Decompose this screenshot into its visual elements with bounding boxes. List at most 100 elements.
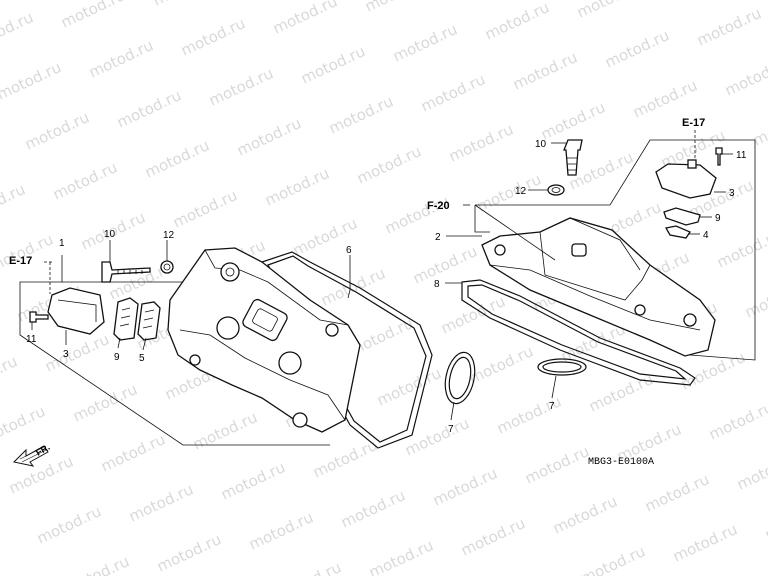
watermark-text: motod.ru bbox=[62, 552, 132, 576]
left-cover-breather-boss bbox=[242, 298, 288, 342]
watermark-text: motod.ru bbox=[42, 330, 112, 375]
callout-right-2: 2 bbox=[435, 232, 441, 243]
watermark-text: motod.ru bbox=[586, 370, 656, 415]
left-cover-boss-top-hole bbox=[225, 267, 235, 277]
right-bolt-thread bbox=[567, 157, 577, 171]
left-washer-12 bbox=[160, 260, 174, 274]
watermark-text: motod.ru bbox=[326, 92, 396, 137]
callout-right-7: 7 bbox=[549, 401, 555, 412]
right-cover-ridge bbox=[539, 231, 651, 301]
watermark-text: motod.ru bbox=[734, 448, 768, 493]
watermark-text: motod.ru bbox=[298, 42, 368, 87]
diagram-code: MBG3-E0100A bbox=[588, 457, 654, 468]
watermark-text: motod.ru bbox=[522, 442, 592, 487]
leader-f20-diagonal bbox=[474, 204, 556, 261]
callout-right-12: 12 bbox=[515, 186, 527, 197]
left-assembly-bracket bbox=[19, 255, 330, 446]
left-seal-9 bbox=[113, 297, 139, 341]
watermark-text: motod.ru bbox=[366, 536, 436, 576]
watermark-text: motod.ru bbox=[70, 380, 140, 425]
callout-left-9: 9 bbox=[114, 352, 120, 363]
left-bolt-thread bbox=[117, 270, 143, 274]
watermark-text: motod.ru bbox=[50, 158, 120, 203]
watermark-text: motod.ru bbox=[694, 4, 764, 49]
leader-left-9 bbox=[117, 337, 121, 349]
watermark-text: motod.ru bbox=[374, 364, 444, 409]
watermark-text: motod.ru bbox=[218, 458, 288, 503]
watermark-text: motod.ru bbox=[706, 398, 768, 443]
watermark-text: motod.ru bbox=[114, 86, 184, 131]
leader-left-7 bbox=[450, 401, 455, 421]
right-cover-gasket-inner bbox=[467, 284, 687, 380]
callout-left-3: 3 bbox=[63, 349, 69, 360]
left-cover-gasket-inner bbox=[267, 255, 427, 443]
callout-left-11: 11 bbox=[26, 334, 37, 345]
right-plug-seal-7-inner bbox=[542, 361, 582, 373]
callout-right-11: 11 bbox=[736, 150, 747, 161]
left-cover-bolt-hole-1 bbox=[325, 323, 339, 337]
callout-right-9: 9 bbox=[715, 213, 721, 224]
watermark-text: motod.ru bbox=[482, 0, 552, 44]
left-plug-seal-7 bbox=[444, 351, 476, 405]
watermark-text: motod.ru bbox=[494, 392, 564, 437]
right-assembly-bracket-top bbox=[474, 205, 490, 233]
arrow-hatch bbox=[19, 446, 47, 463]
left-cover-plug-hole-2 bbox=[278, 351, 302, 375]
callout-right-4: 4 bbox=[703, 230, 709, 241]
watermark-text: motod.ru bbox=[474, 170, 544, 215]
watermark-text: motod.ru bbox=[0, 352, 20, 397]
right-cover-nipple bbox=[571, 243, 587, 257]
watermark-text: motod.ru bbox=[206, 64, 276, 109]
callout-left-7: 7 bbox=[448, 424, 454, 435]
watermark-text: motod.ru bbox=[262, 164, 332, 209]
left-cover-plug-hole-1 bbox=[216, 316, 240, 340]
right-cover-bolt-hole-1 bbox=[683, 313, 697, 327]
right-cover-top-edge bbox=[569, 217, 641, 271]
watermark-text: motod.ru bbox=[354, 142, 424, 187]
right-plug-seal-7 bbox=[537, 358, 587, 376]
watermark-text: motod.ru bbox=[0, 58, 64, 103]
right-seal-4 bbox=[664, 225, 691, 239]
watermark-text: motod.ru bbox=[390, 20, 460, 65]
watermark-text: motod.ru bbox=[574, 0, 644, 22]
watermark-text: motod.ru bbox=[246, 508, 316, 553]
watermark-text: motod.ru bbox=[338, 486, 408, 531]
left-cover-breather-inner bbox=[252, 308, 278, 332]
left-seal-5-ribs bbox=[142, 309, 155, 329]
watermark-text: motod.ru bbox=[270, 0, 340, 38]
left-cover-bolt-hole-3 bbox=[189, 354, 201, 366]
watermark-text: motod.ru bbox=[642, 470, 712, 515]
watermark-text: motod.ru bbox=[58, 0, 128, 32]
right-washer-12 bbox=[547, 184, 565, 196]
watermark-text: motod.ru bbox=[86, 36, 156, 81]
watermark-text: motod.ru bbox=[458, 514, 528, 559]
watermark-text: motod.ru bbox=[0, 230, 56, 275]
watermark-text: motod.ru bbox=[34, 502, 104, 547]
watermark-text: motod.ru bbox=[750, 104, 768, 149]
ref-e17-left: E-17 bbox=[9, 255, 32, 267]
callout-right-10: 10 bbox=[535, 139, 547, 150]
watermark-text: motod.ru bbox=[510, 48, 580, 93]
direction-label: FR. bbox=[34, 442, 52, 458]
watermark-text: motod.ru bbox=[170, 186, 240, 231]
watermark-text: motod.ru bbox=[98, 430, 168, 475]
right-bolt-11 bbox=[715, 147, 723, 166]
left-seal-5 bbox=[137, 301, 161, 341]
left-cover-ridge bbox=[204, 249, 349, 326]
watermark-text: motod.ru bbox=[466, 342, 536, 387]
watermark-text: motod.ru bbox=[402, 414, 472, 459]
watermark-text: motod.ru bbox=[150, 0, 220, 10]
leader-left-5 bbox=[142, 337, 147, 351]
callout-left-5: 5 bbox=[139, 353, 145, 364]
left-cylinder-head-cover bbox=[167, 247, 361, 433]
watermark-text: motod.ru bbox=[578, 542, 648, 576]
right-cover-bolt-hole-3 bbox=[494, 244, 506, 256]
right-washer-12-hole bbox=[551, 187, 561, 193]
callout-right-3: 3 bbox=[729, 188, 735, 199]
right-cover-lower-ridge bbox=[489, 264, 701, 331]
leader-left-6 bbox=[347, 255, 351, 299]
watermark-text: motod.ru bbox=[430, 464, 500, 509]
left-washer-12-hole bbox=[163, 263, 171, 271]
left-bolt-10 bbox=[101, 261, 151, 283]
